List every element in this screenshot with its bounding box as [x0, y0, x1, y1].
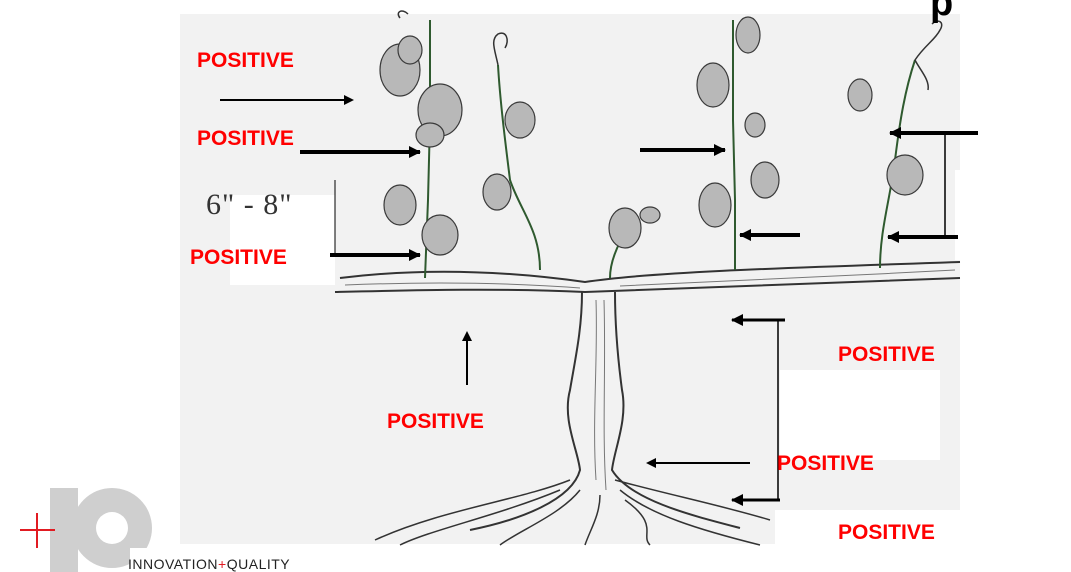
logo-plus: + [218, 556, 227, 572]
logo-wordmark: INNOVATION+QUALITY [128, 556, 290, 572]
label-positive-left-top: POSITIVE [197, 50, 294, 71]
logo-word-innovation: INNOVATION [128, 556, 218, 572]
label-positive-left-middle: POSITIVE [197, 128, 294, 149]
label-positive-right-middle: POSITIVE [777, 453, 874, 474]
label-positive-right-upper: POSITIVE [838, 344, 935, 365]
logo-word-quality: QUALITY [227, 556, 290, 572]
scale-label: 6" - 8" [206, 188, 292, 222]
label-positive-under-cordon: POSITIVE [387, 411, 484, 432]
label-positive-left-bottom: POSITIVE [190, 247, 287, 268]
slide-title-fragment: p [930, 0, 953, 25]
white-patch-2 [955, 170, 1071, 260]
white-patch-3 [780, 370, 940, 460]
label-positive-right-lower: POSITIVE [838, 522, 935, 543]
